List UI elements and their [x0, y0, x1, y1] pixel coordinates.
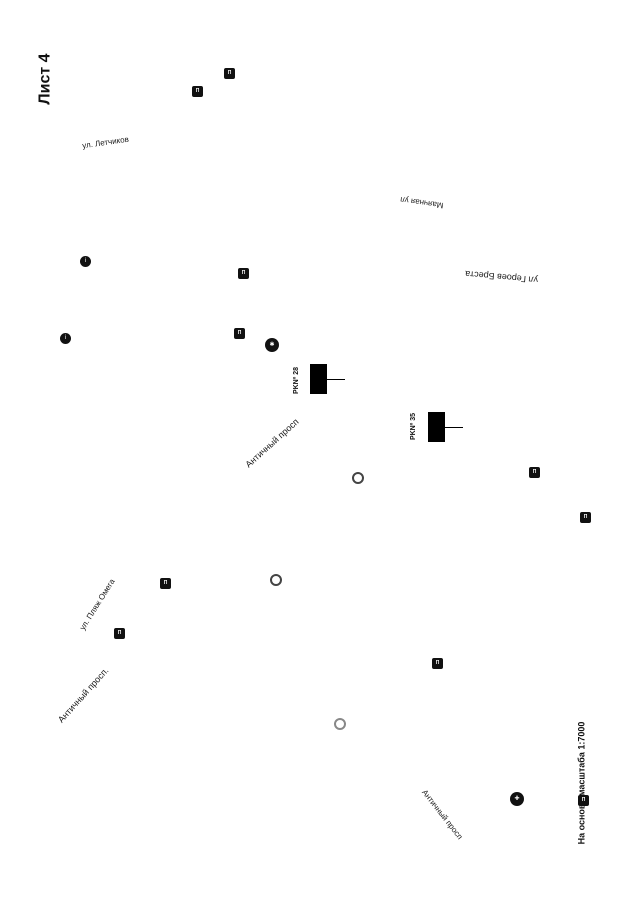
bus-stop-icon[interactable]: П [580, 512, 591, 523]
street-label-geroev-bresta: ул Героев Бреста [464, 268, 539, 286]
street-label-mayachnaya: Маячная ул [399, 195, 445, 210]
street-label-antichny-3: Античный просп [420, 787, 465, 842]
info-icon[interactable]: i [80, 256, 91, 267]
bus-stop-icon[interactable]: П [160, 578, 171, 589]
bus-stop-icon[interactable]: П [114, 628, 125, 639]
sheet-title: Лист 4 [36, 53, 54, 105]
checkpoint-28-pointer [327, 379, 345, 380]
info-icon[interactable]: i [60, 333, 71, 344]
bus-stop-icon[interactable]: П [234, 328, 245, 339]
sight-icon[interactable] [334, 718, 346, 730]
info-icon[interactable]: ✚ [510, 792, 524, 806]
street-label-letchikov: ул. Летчиков [81, 134, 130, 151]
bus-stop-icon[interactable]: П [529, 467, 540, 478]
checkpoint-35-pointer [445, 427, 463, 428]
checkpoint-28-label: PKNº 28 [293, 366, 301, 395]
checkpoint-35-marker[interactable] [428, 412, 445, 442]
street-label-plyazh-omega: ул. Пляж Омега [77, 577, 117, 632]
bus-stop-icon[interactable]: П [192, 86, 203, 97]
scale-note: На основе масштаба 1:7000 [576, 721, 587, 845]
checkpoint-28-marker[interactable] [310, 364, 327, 394]
sight-icon[interactable] [352, 472, 364, 484]
sight-icon[interactable] [270, 574, 282, 586]
street-label-antichny-2: Античный просп. [55, 665, 111, 725]
bus-stop-icon[interactable]: П [432, 658, 443, 669]
street-label-antichny-1: Античный просп [243, 416, 301, 470]
info-icon[interactable]: ✱ [265, 338, 279, 352]
checkpoint-35-label: PKNº 35 [410, 412, 418, 441]
bus-stop-icon[interactable]: П [578, 795, 589, 806]
bus-stop-icon[interactable]: П [238, 268, 249, 279]
bus-stop-icon[interactable]: П [224, 68, 235, 79]
